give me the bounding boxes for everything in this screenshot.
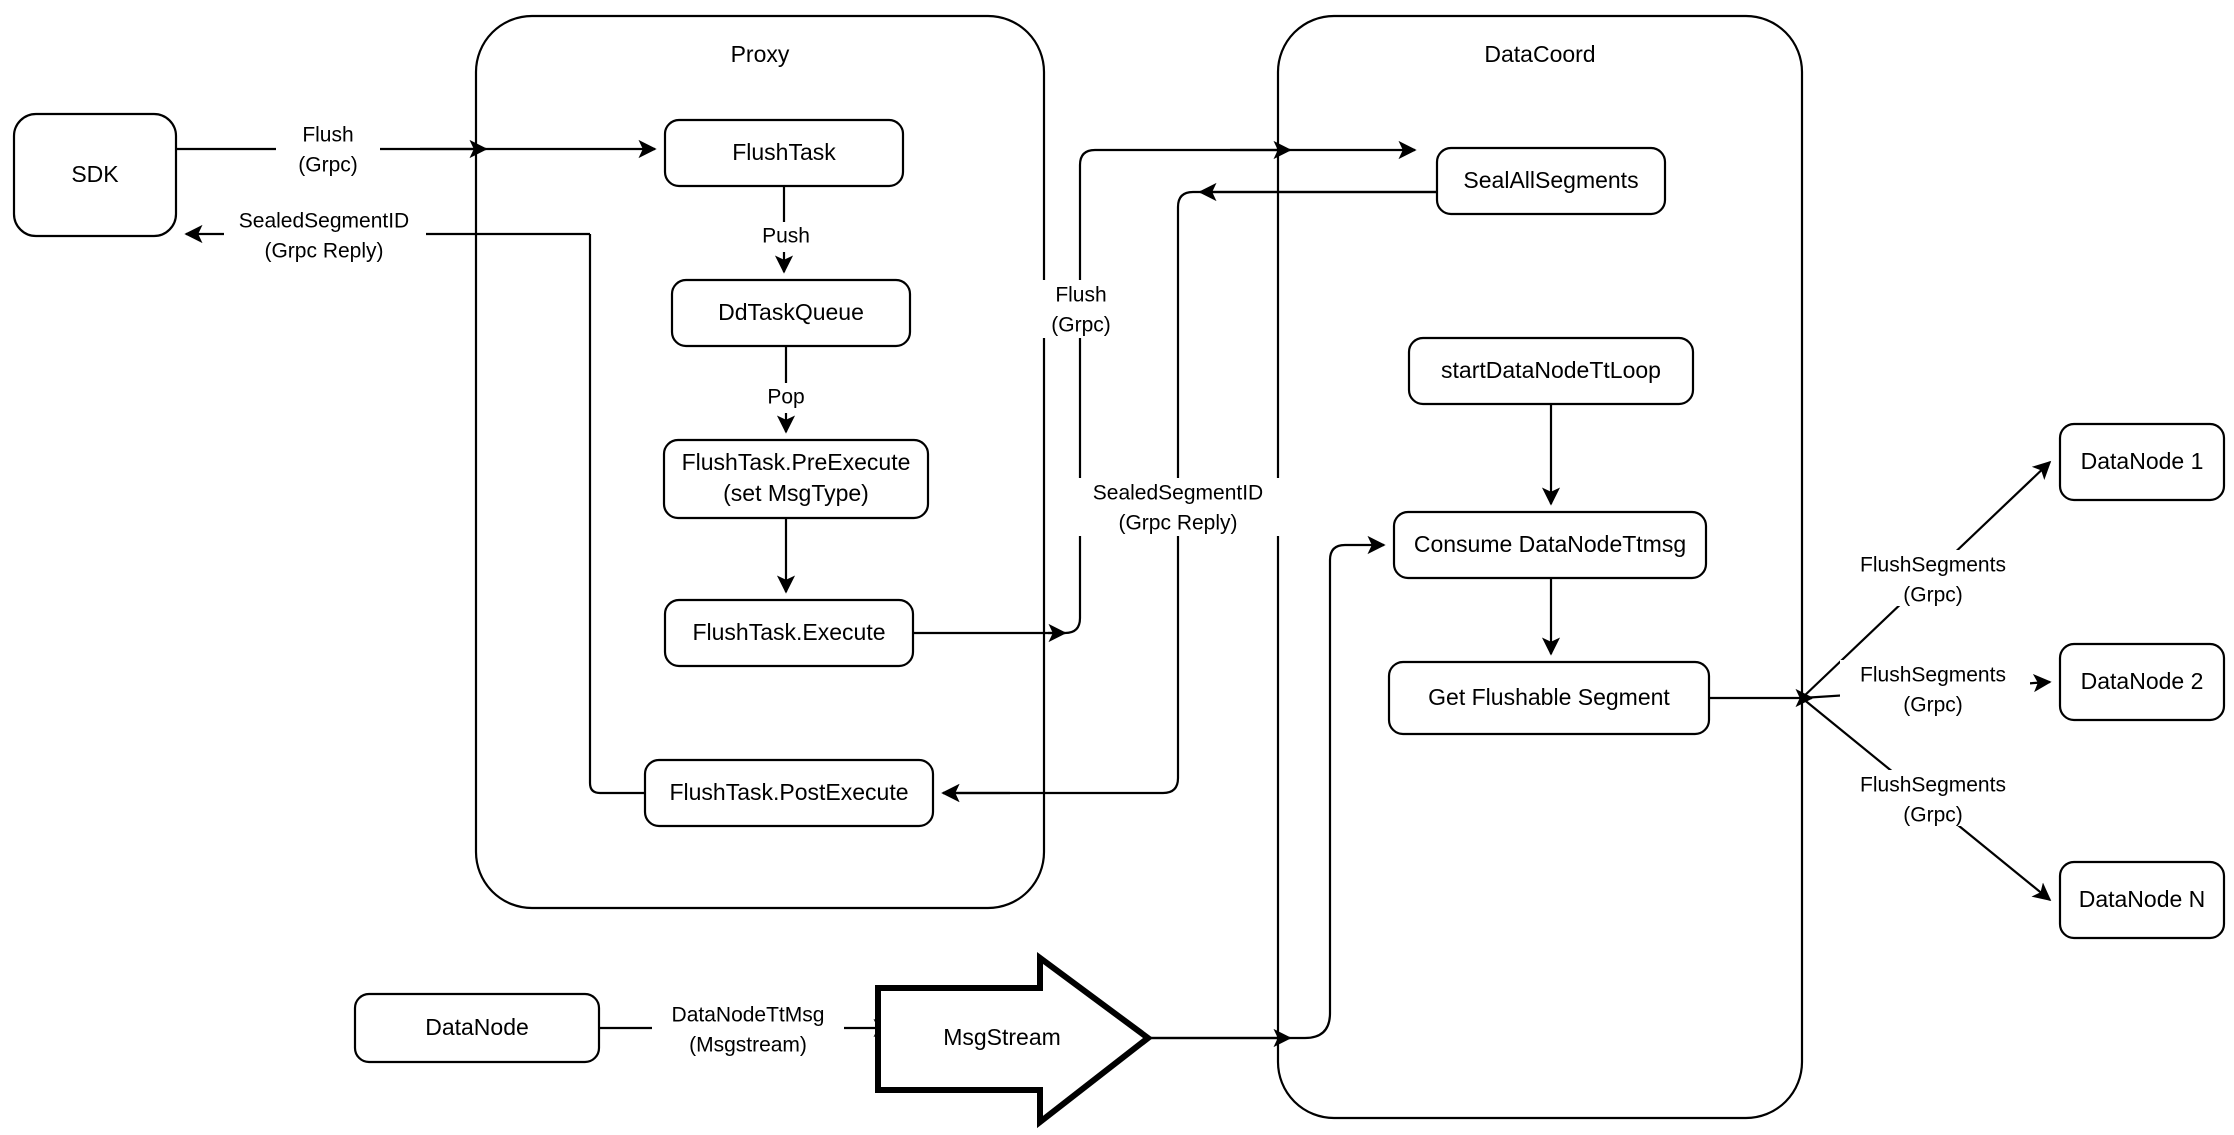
proxy-container: [474, 14, 1046, 910]
label-bg: [224, 206, 426, 262]
node-datanoden[interactable]: DataNode N: [2058, 860, 2226, 940]
label-bg: [276, 120, 380, 178]
edge-label-flush-datanode-1: FlushSegments (Grpc): [1840, 550, 2030, 607]
group-proxy: Proxy: [474, 14, 1046, 910]
label-bg: [744, 222, 824, 252]
datacoord-container: [1276, 14, 1804, 1120]
edge-label-flush-grpc-line1: Flush: [1055, 284, 1106, 307]
edge-label-proxy-to-datacoord: Flush (Grpc): [1032, 280, 1130, 338]
group-datacoord: DataCoord: [1276, 14, 1804, 1120]
msgstream-label: MsgStream: [943, 1024, 1061, 1050]
edge-label-flush-line1: Flush: [302, 124, 353, 147]
ddtaskqueue-label: DdTaskQueue: [718, 299, 864, 325]
edge-label-push-text: Push: [762, 225, 810, 248]
execute-label: FlushTask.Execute: [692, 619, 885, 645]
sealallsegments-label: SealAllSegments: [1463, 167, 1638, 193]
sdk-box[interactable]: [12, 112, 178, 238]
postexecute-label: FlushTask.PostExecute: [669, 779, 908, 805]
node-startdatanodettloop[interactable]: startDataNodeTtLoop: [1407, 336, 1695, 406]
edge-msgstream-to-consume: [1148, 535, 1386, 1040]
edge-label-sealedsegmentid-line2: (Grpc Reply): [264, 240, 383, 263]
label-bg: [1076, 478, 1280, 536]
edge-label-sdk-to-proxy: Flush (Grpc): [276, 120, 380, 178]
datanode2-box[interactable]: [2058, 642, 2226, 722]
edge-label-flush-grpc-line2: (Grpc): [1051, 314, 1111, 337]
edge-label-sealedsegmentid-reply-line2: (Grpc Reply): [1118, 512, 1237, 535]
edge-label-flushsegments1-line2: (Grpc): [1903, 584, 1963, 607]
edge-postexecute-to-sdk-riser: [588, 234, 645, 795]
node-postexecute[interactable]: FlushTask.PostExecute: [643, 758, 935, 828]
flushtask-label: FlushTask: [732, 139, 836, 165]
datanoden-box[interactable]: [2058, 860, 2226, 940]
ddtaskqueue-box[interactable]: [670, 278, 912, 348]
edge-label-sealedsegmentid-reply-line1: SealedSegmentID: [1093, 482, 1263, 505]
node-datanode-bottom[interactable]: DataNode: [353, 992, 601, 1064]
preexecute-label: FlushTask.PreExecute: [682, 449, 911, 475]
node-sealallsegments[interactable]: SealAllSegments: [1435, 146, 1667, 216]
label-bg: [752, 383, 820, 413]
datanode-bottom-label: DataNode: [425, 1014, 529, 1040]
startdatanodettloop-label: startDataNodeTtLoop: [1441, 357, 1661, 383]
label-bg: [1840, 660, 2030, 716]
startdatanodettloop-box[interactable]: [1407, 336, 1695, 406]
edge-label-flushsegments2-line2: (Grpc): [1903, 694, 1963, 717]
label-bg: [652, 1000, 844, 1056]
datanode2-label: DataNode 2: [2081, 668, 2204, 694]
label-bg: [1840, 770, 2030, 826]
node-datanode2[interactable]: DataNode 2: [2058, 642, 2226, 722]
datanode1-box[interactable]: [2058, 422, 2226, 502]
node-execute[interactable]: FlushTask.Execute: [663, 598, 915, 668]
edge-label-flushsegmentsn-line2: (Grpc): [1903, 804, 1963, 827]
datanode1-label: DataNode 1: [2081, 448, 2204, 474]
datacoord-title: DataCoord: [1484, 41, 1595, 67]
proxy-title: Proxy: [731, 41, 790, 67]
node-getflushablesegment[interactable]: Get Flushable Segment: [1387, 660, 1711, 736]
preexecute-sublabel: (set MsgType): [723, 480, 869, 506]
datanode-bottom-box[interactable]: [353, 992, 601, 1064]
node-flushtask[interactable]: FlushTask: [663, 118, 905, 188]
edge-label-pop: Pop: [752, 383, 820, 413]
node-msgstream[interactable]: MsgStream: [875, 952, 1153, 1129]
label-bg: [1032, 280, 1130, 338]
edge-label-flushsegments2-line1: FlushSegments: [1860, 664, 2006, 687]
edge-flush-grpc-to-sealallsegments: [1048, 140, 1417, 635]
consumedatanodettmsg-box[interactable]: [1392, 510, 1708, 580]
sealallsegments-box[interactable]: [1435, 146, 1667, 216]
preexecute-box[interactable]: [662, 438, 930, 520]
datanoden-label: DataNode N: [2079, 886, 2206, 912]
execute-box[interactable]: [663, 598, 915, 668]
label-bg: [1840, 550, 2030, 606]
edge-label-pop-text: Pop: [767, 386, 804, 409]
postexecute-box[interactable]: [643, 758, 935, 828]
node-consumedatanodettmsg[interactable]: Consume DataNodeTtmsg: [1392, 510, 1708, 580]
consumedatanodettmsg-label: Consume DataNodeTtmsg: [1414, 531, 1686, 557]
getflushablesegment-box[interactable]: [1387, 660, 1711, 736]
node-preexecute[interactable]: FlushTask.PreExecute (set MsgType): [662, 438, 930, 520]
edge-label-datanode-to-msgstream: DataNodeTtMsg (Msgstream): [652, 1000, 844, 1057]
edge-label-flushsegments1-line1: FlushSegments: [1860, 554, 2006, 577]
edge-label-datanodettmsg-line1: DataNodeTtMsg: [672, 1004, 825, 1027]
node-datanode1[interactable]: DataNode 1: [2058, 422, 2226, 502]
edge-label-datanodettmsg-line2: (Msgstream): [689, 1034, 807, 1057]
edge-label-flush-line2: (Grpc): [298, 154, 358, 177]
node-ddtaskqueue[interactable]: DdTaskQueue: [670, 278, 912, 348]
edge-label-proxy-to-sdk: SealedSegmentID (Grpc Reply): [224, 206, 426, 263]
edge-label-flushsegmentsn-line1: FlushSegments: [1860, 774, 2006, 797]
edge-label-flush-datanode-2: FlushSegments (Grpc): [1840, 660, 2030, 717]
node-sdk[interactable]: SDK: [12, 112, 178, 238]
sdk-label: SDK: [71, 161, 119, 187]
flushtask-box[interactable]: [663, 118, 905, 188]
edge-label-push: Push: [744, 222, 824, 252]
getflushablesegment-label: Get Flushable Segment: [1428, 684, 1670, 710]
edge-label-flush-datanode-n: FlushSegments (Grpc): [1840, 770, 2030, 827]
edge-label-sealedsegmentid-line1: SealedSegmentID: [239, 210, 409, 233]
msgstream-arrow-shape[interactable]: [875, 952, 1153, 1129]
edge-label-datacoord-to-proxy: SealedSegmentID (Grpc Reply): [1076, 478, 1280, 536]
